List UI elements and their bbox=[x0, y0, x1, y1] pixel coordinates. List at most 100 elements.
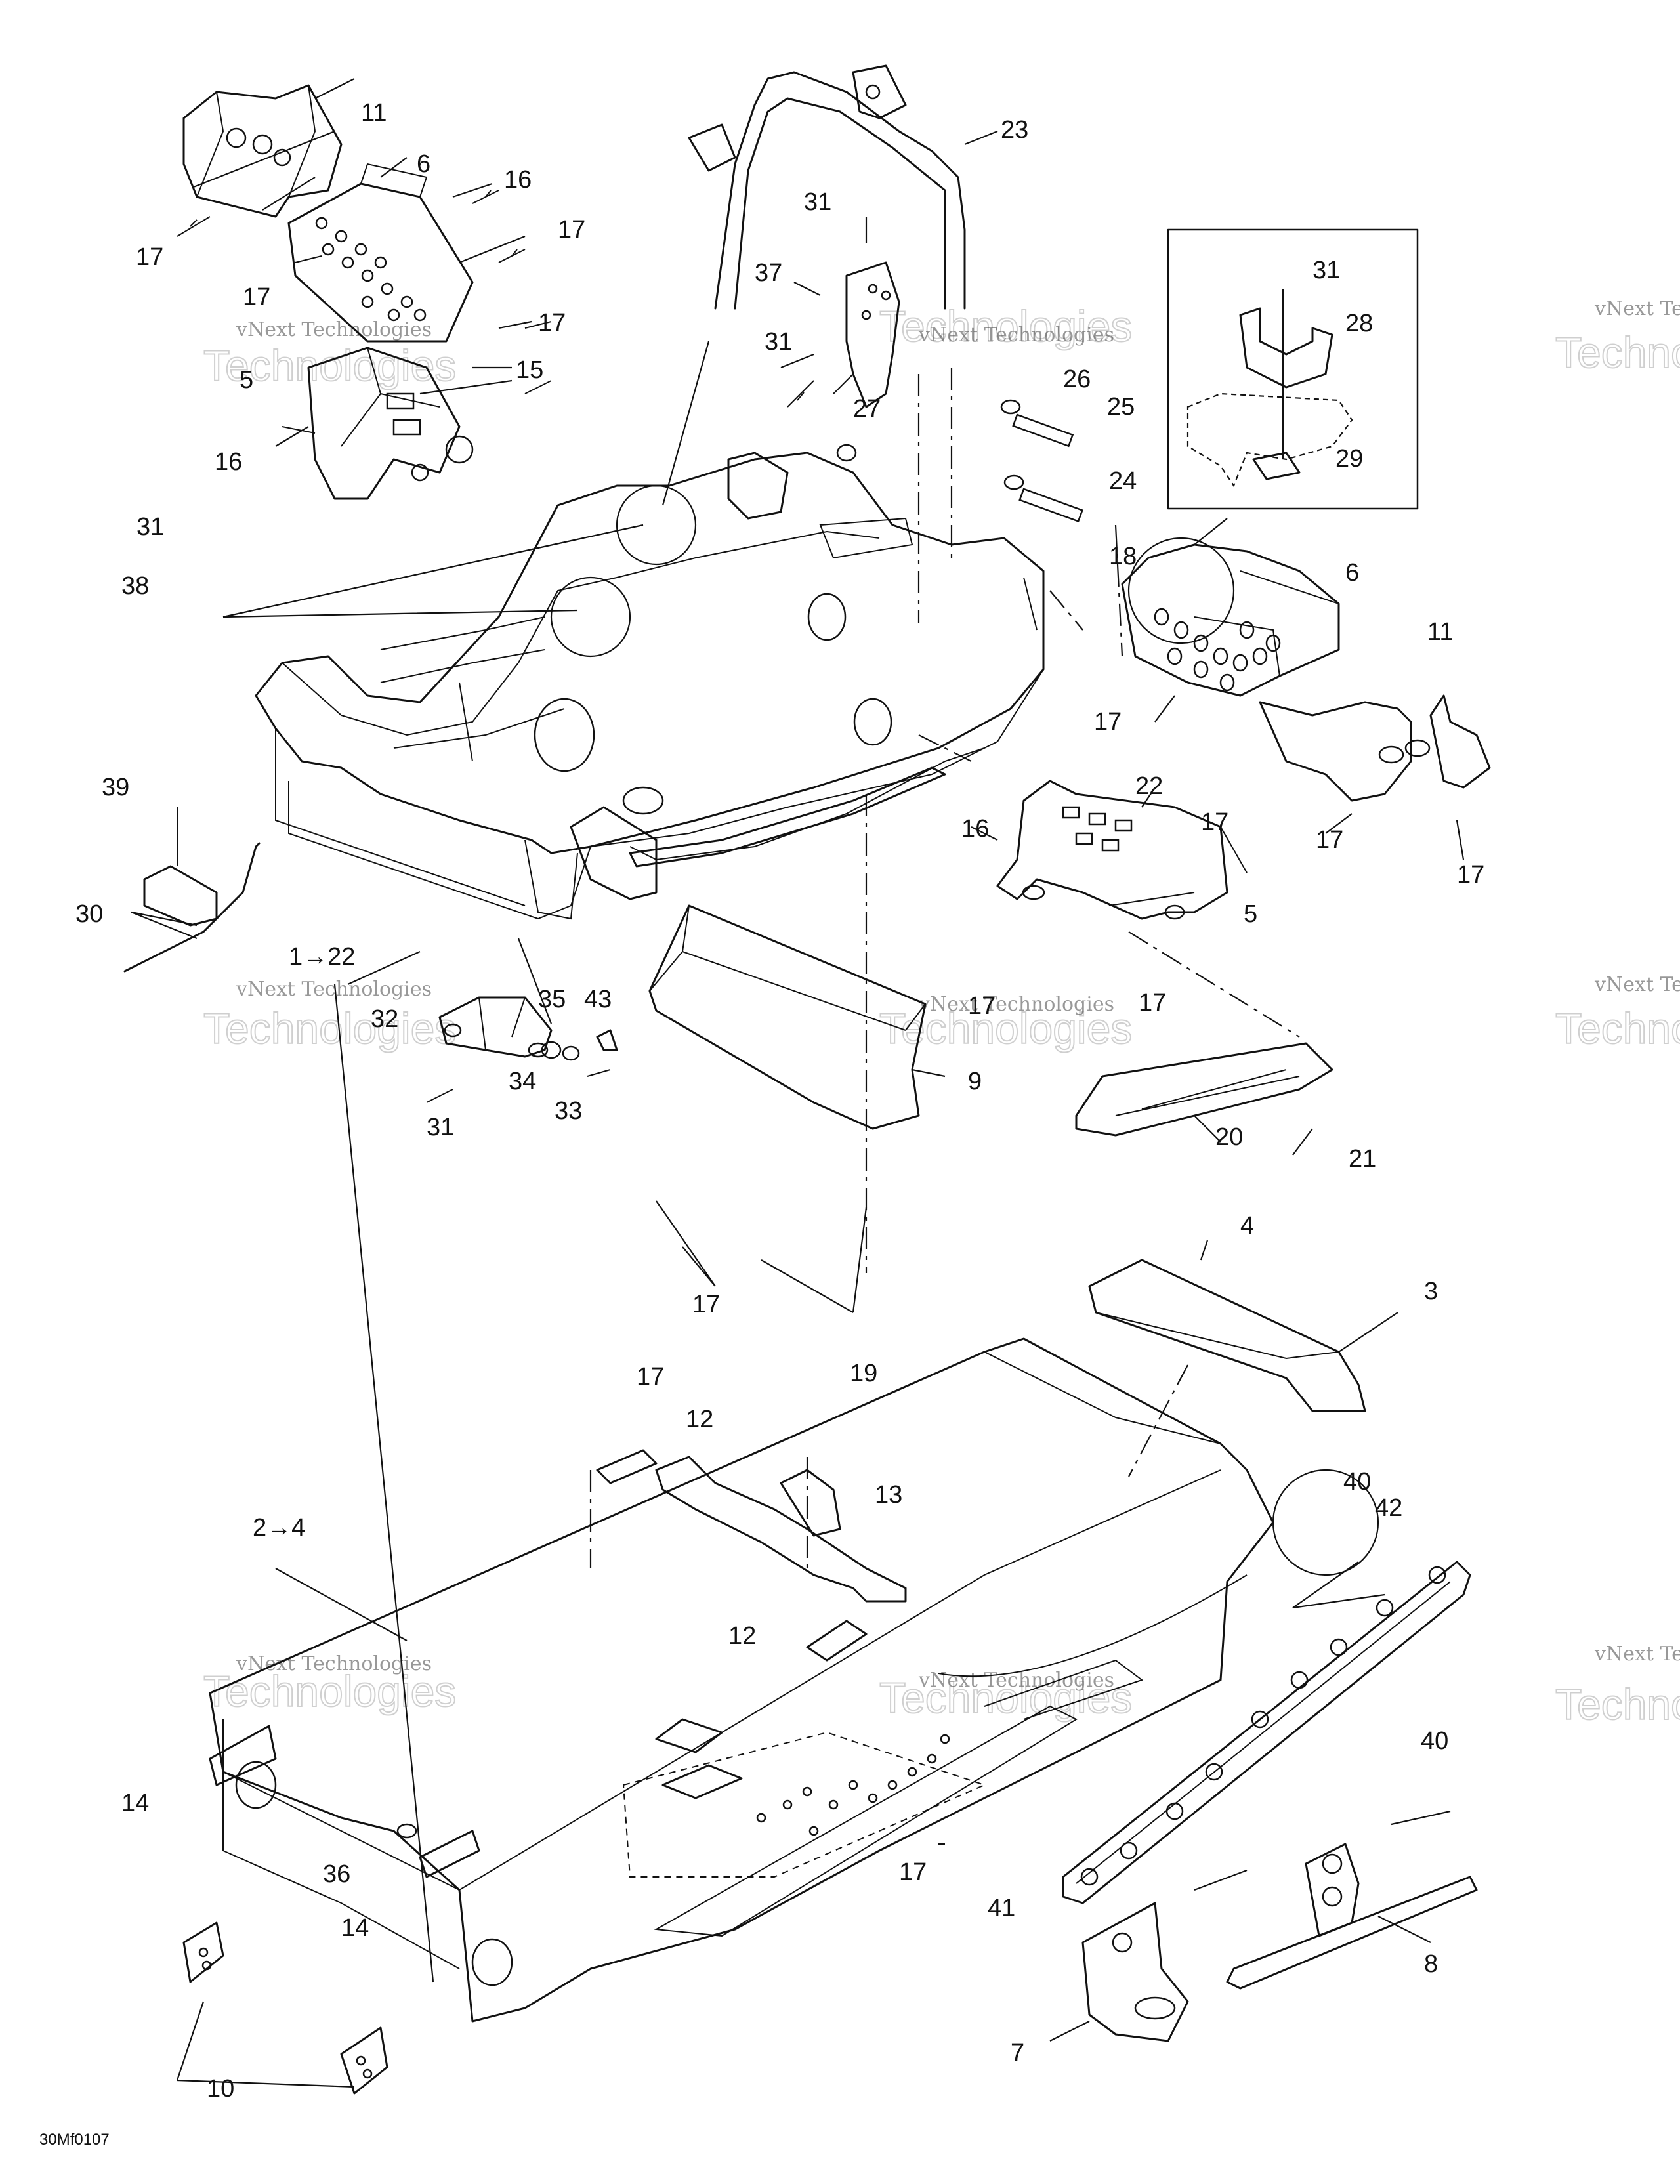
callout-24: 24 bbox=[1109, 467, 1137, 495]
svg-text:Technologies: Technologies bbox=[1555, 1004, 1680, 1053]
front-right-bracket-assembly bbox=[996, 543, 1491, 920]
callout-31: 31 bbox=[427, 1114, 454, 1141]
callout-29: 29 bbox=[1335, 445, 1363, 472]
callout-1-22: 1→22 bbox=[289, 943, 355, 971]
callout-2-4: 2→4 bbox=[253, 1514, 305, 1542]
callout-18: 18 bbox=[1109, 543, 1137, 570]
support-bracket-32 bbox=[426, 996, 618, 1103]
callout-25: 25 bbox=[1107, 393, 1135, 421]
callout-6: 6 bbox=[1345, 559, 1359, 587]
callout-31: 31 bbox=[136, 513, 164, 541]
callout-28: 28 bbox=[1345, 310, 1373, 337]
callout-17: 17 bbox=[692, 1291, 720, 1318]
svg-text:vNext Technologies: vNext Technologies bbox=[1594, 297, 1680, 320]
svg-text:vNext Technologies: vNext Technologies bbox=[1594, 973, 1680, 996]
callout-16: 16 bbox=[504, 166, 532, 194]
callout-5: 5 bbox=[1244, 900, 1257, 928]
callout-17: 17 bbox=[243, 284, 270, 311]
callout-17: 17 bbox=[968, 992, 996, 1020]
callout-17: 17 bbox=[136, 243, 163, 271]
callout-40: 40 bbox=[1343, 1468, 1371, 1496]
callout-30: 30 bbox=[75, 900, 103, 928]
svg-text:vNext Technologies: vNext Technologies bbox=[236, 1652, 432, 1675]
callout-16: 16 bbox=[215, 448, 242, 476]
callout-7: 7 bbox=[1011, 2039, 1024, 2067]
front-left-bracket-assembly bbox=[177, 84, 552, 500]
callout-11: 11 bbox=[1427, 618, 1453, 646]
tunnel-brace-20 bbox=[1075, 1042, 1334, 1137]
callout-17: 17 bbox=[538, 309, 566, 337]
callout-19: 19 bbox=[850, 1360, 877, 1387]
callout-41: 41 bbox=[988, 1895, 1015, 1922]
svg-text:Technologies: Technologies bbox=[203, 341, 456, 390]
main-chassis-frame bbox=[255, 452, 1045, 920]
svg-text:Technologies: Technologies bbox=[1555, 1680, 1680, 1729]
brace-8 bbox=[1226, 1843, 1478, 1990]
callout-27: 27 bbox=[853, 395, 881, 423]
callout-20: 20 bbox=[1215, 1124, 1243, 1151]
inset-detail-box bbox=[1167, 228, 1419, 510]
callout-31: 31 bbox=[765, 328, 792, 356]
callout-38: 38 bbox=[121, 572, 149, 600]
svg-text:Technologies: Technologies bbox=[879, 302, 1132, 350]
callout-5: 5 bbox=[240, 366, 253, 394]
callout-43: 43 bbox=[584, 986, 612, 1013]
tunnel-assembly bbox=[209, 1337, 1274, 2023]
callout-17: 17 bbox=[558, 216, 585, 243]
slide-rail-41 bbox=[1062, 1561, 1471, 1904]
cable-guide-30 bbox=[123, 807, 261, 973]
svg-text:vNext Technologies: vNext Technologies bbox=[236, 318, 432, 341]
callout-35: 35 bbox=[538, 986, 566, 1013]
diagram-code: 30Mf0107 bbox=[39, 2131, 110, 2149]
detail-circles bbox=[550, 484, 1379, 1576]
bracket-12-13 bbox=[596, 1449, 907, 1662]
rear-bracket-14 bbox=[209, 1725, 480, 1878]
callout-26: 26 bbox=[1063, 366, 1091, 393]
callout-12: 12 bbox=[686, 1406, 713, 1433]
callout-13: 13 bbox=[875, 1481, 902, 1509]
steering-column-support bbox=[688, 64, 1083, 523]
callout-31: 31 bbox=[1312, 257, 1340, 284]
callout-34: 34 bbox=[509, 1068, 536, 1095]
belly-pan-9 bbox=[648, 904, 927, 1130]
callout-37: 37 bbox=[755, 259, 782, 287]
callout-36: 36 bbox=[323, 1860, 350, 1888]
rear-plate-3 bbox=[1088, 1259, 1366, 1412]
svg-text:vNext Technologies: vNext Technologies bbox=[236, 978, 432, 1001]
callout-21: 21 bbox=[1349, 1145, 1376, 1173]
bracket-7 bbox=[1082, 1902, 1189, 2042]
callout-17: 17 bbox=[899, 1858, 927, 1886]
leader-lines bbox=[131, 78, 1465, 2088]
callout-42: 42 bbox=[1375, 1494, 1402, 1522]
svg-text:vNext Technologies: vNext Technologies bbox=[918, 324, 1114, 346]
callout-22: 22 bbox=[1135, 772, 1163, 800]
svg-text:vNext Technologies: vNext Technologies bbox=[918, 993, 1114, 1016]
callout-11: 11 bbox=[361, 99, 387, 127]
callout-17: 17 bbox=[637, 1363, 664, 1391]
callout-17: 17 bbox=[1457, 861, 1484, 889]
callout-labels: 11 6 16 17 17 17 17 5 15 16 23 31 37 31 … bbox=[75, 99, 1484, 2103]
callout-32: 32 bbox=[371, 1005, 398, 1033]
svg-text:Technologies: Technologies bbox=[1555, 328, 1680, 377]
callout-23: 23 bbox=[1001, 116, 1028, 144]
callout-39: 39 bbox=[102, 774, 129, 801]
callout-14: 14 bbox=[121, 1790, 149, 1817]
callout-31: 31 bbox=[804, 188, 831, 216]
callout-17: 17 bbox=[1316, 826, 1343, 854]
callout-12: 12 bbox=[728, 1622, 756, 1650]
svg-text:vNext Technologies: vNext Technologies bbox=[1594, 1643, 1680, 1666]
svg-text:Technologies: Technologies bbox=[203, 1004, 456, 1053]
callout-16: 16 bbox=[961, 815, 989, 843]
callout-6: 6 bbox=[417, 150, 430, 178]
callout-14: 14 bbox=[341, 1914, 369, 1942]
callout-9: 9 bbox=[968, 1068, 982, 1095]
callout-15: 15 bbox=[516, 356, 543, 384]
callout-10: 10 bbox=[207, 2075, 234, 2103]
callout-3: 3 bbox=[1424, 1278, 1438, 1305]
callout-4: 4 bbox=[1240, 1212, 1254, 1240]
callout-40: 40 bbox=[1421, 1727, 1448, 1755]
plates-10 bbox=[182, 1922, 388, 2095]
callout-17: 17 bbox=[1201, 808, 1228, 836]
